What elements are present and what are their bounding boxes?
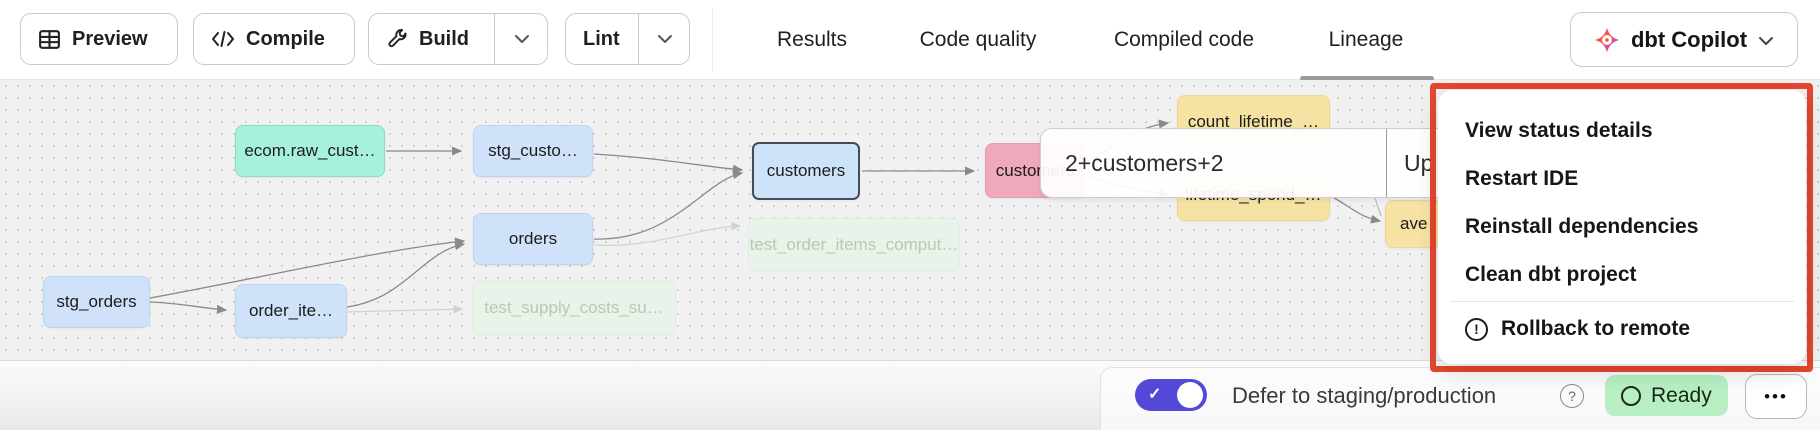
- ready-circle-icon: [1621, 385, 1641, 406]
- menu-item-reinstall-dependencies[interactable]: Reinstall dependencies: [1438, 203, 1806, 251]
- node-label: ave: [1400, 214, 1428, 233]
- node-label: stg_orders: [56, 292, 137, 311]
- tab-compiled-code-label: Compiled code: [1113, 28, 1255, 51]
- menu-item-clean-dbt-project[interactable]: Clean dbt project: [1438, 251, 1806, 299]
- tab-code-quality-label: Code quality: [919, 28, 1037, 51]
- lint-button[interactable]: Lint: [565, 13, 690, 65]
- node-label: test_supply_costs_su…: [484, 298, 664, 317]
- toggle-knob: [1177, 382, 1203, 408]
- code-icon: [210, 28, 236, 50]
- tab-results-label: Results: [776, 28, 848, 51]
- dbt-copilot-button[interactable]: dbt Copilot: [1570, 12, 1798, 67]
- lineage-node-test[interactable]: test_supply_costs_su…: [472, 280, 676, 336]
- compile-label: Compile: [246, 27, 325, 50]
- dbt-copilot-label: dbt Copilot: [1630, 26, 1748, 52]
- tab-code-quality[interactable]: Code quality: [908, 0, 1048, 80]
- tab-compiled-code[interactable]: Compiled code: [1100, 0, 1268, 80]
- compile-button[interactable]: Compile: [193, 13, 355, 65]
- menu-item-label: View status details: [1465, 119, 1653, 142]
- toolbar-divider: [712, 8, 713, 72]
- ellipsis-icon: •••: [1764, 386, 1788, 406]
- node-label: test_order_items_comput…: [749, 235, 959, 254]
- lint-label: Lint: [583, 27, 620, 50]
- check-icon: ✓: [1148, 386, 1162, 403]
- dbt-copilot-icon: [1593, 26, 1621, 54]
- table-icon: [37, 27, 62, 52]
- lineage-node[interactable]: stg_orders: [43, 276, 150, 328]
- active-tab-underline: [1300, 76, 1434, 81]
- defer-label: Defer to staging/production: [1232, 383, 1497, 408]
- top-toolbar: Preview Compile Build Lint Results Code …: [0, 0, 1820, 81]
- menu-item-label: Reinstall dependencies: [1465, 215, 1699, 238]
- preview-label: Preview: [72, 27, 148, 50]
- chevron-down-icon: [1757, 27, 1775, 53]
- menu-item-label: Clean dbt project: [1465, 263, 1637, 286]
- defer-toggle[interactable]: ✓: [1135, 379, 1207, 411]
- warning-icon: !: [1465, 317, 1488, 341]
- build-button[interactable]: Build: [368, 13, 548, 65]
- status-bar: ✓ Defer to staging/production ? Ready ••…: [0, 360, 1820, 430]
- lineage-node-test[interactable]: test_order_items_comput…: [748, 218, 960, 272]
- menu-item-rollback-to-remote[interactable]: ! Rollback to remote: [1438, 305, 1806, 353]
- ready-label: Ready: [1651, 383, 1712, 407]
- ide-options-menu: View status details Restart IDE Reinstal…: [1438, 90, 1806, 364]
- chevron-down-icon: [513, 28, 531, 51]
- tab-lineage[interactable]: Lineage: [1323, 0, 1409, 80]
- menu-item-label: Rollback to remote: [1501, 317, 1691, 340]
- wrench-icon: [385, 27, 409, 51]
- lineage-node[interactable]: orders: [473, 213, 593, 265]
- update-graph-button[interactable]: Up: [1386, 129, 1569, 197]
- lineage-node-selected[interactable]: customers: [752, 142, 860, 200]
- more-options-button[interactable]: •••: [1745, 374, 1807, 419]
- menu-item-view-status-details[interactable]: View status details: [1438, 107, 1806, 155]
- lineage-node[interactable]: order_ite…: [235, 284, 347, 338]
- menu-item-label: Restart IDE: [1465, 167, 1579, 190]
- node-label: ecom.raw_cust…: [244, 141, 376, 160]
- menu-divider: [1450, 301, 1794, 302]
- help-icon[interactable]: ?: [1560, 384, 1584, 408]
- preview-button[interactable]: Preview: [20, 13, 178, 65]
- build-dropdown-button[interactable]: [494, 14, 549, 64]
- menu-item-restart-ide[interactable]: Restart IDE: [1438, 155, 1806, 203]
- node-label: stg_custo…: [488, 141, 578, 160]
- node-label: orders: [508, 229, 558, 248]
- lineage-node[interactable]: stg_custo…: [473, 125, 593, 177]
- lint-dropdown-button[interactable]: [638, 14, 691, 64]
- tab-results[interactable]: Results: [772, 0, 852, 80]
- lineage-node-source[interactable]: ecom.raw_cust…: [235, 125, 385, 177]
- node-label: count_lifetime_…: [1187, 111, 1320, 131]
- lineage-selector-input[interactable]: 2+customers+2: [1065, 149, 1224, 176]
- status-badge: Ready: [1605, 375, 1728, 416]
- chevron-down-icon: [656, 28, 674, 51]
- node-label: customers: [766, 161, 846, 180]
- tab-lineage-label: Lineage: [1328, 28, 1404, 51]
- node-label: order_ite…: [248, 301, 334, 320]
- build-label: Build: [419, 27, 469, 50]
